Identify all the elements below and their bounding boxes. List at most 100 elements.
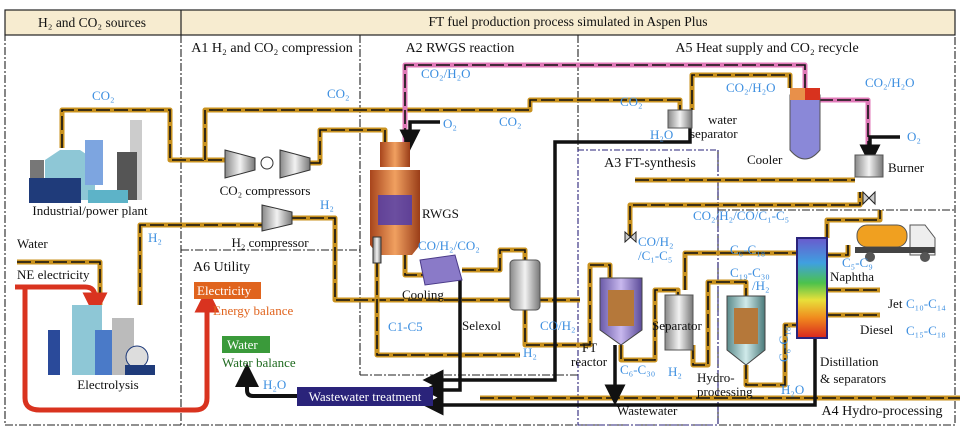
stream-h2-a1: H₂	[320, 197, 334, 212]
pipe-network	[17, 62, 960, 416]
stream-labels: CO₂ CO₂ CO₂/H₂O O₂ CO₂ CO₂ H₂O CO₂/H₂O C…	[92, 66, 946, 397]
pipe-ft-to-separator-flow	[620, 289, 679, 361]
pipe-co2-source-flow	[61, 109, 225, 161]
burner-icon	[854, 154, 884, 178]
stream-c5c9: C₅-C₉	[842, 255, 873, 270]
h2-compressor-icon	[261, 204, 293, 232]
tanker-truck-icon	[855, 224, 936, 262]
stream-co2h2o-a2: CO₂/H₂O	[421, 66, 471, 81]
pipe-cooling-condensate	[422, 280, 462, 401]
area-a2-title: A2 RWGS reaction	[406, 41, 515, 56]
plant-label: Industrial/power plant	[32, 203, 148, 218]
pipe-tailgas-recycle-flow	[629, 192, 861, 238]
stream-co2-source: CO₂	[92, 88, 115, 103]
pipe-co2h2o-top-flow	[404, 64, 806, 142]
valve-icon[interactable]	[862, 190, 876, 206]
pipe-water-input-flow	[17, 261, 101, 305]
pipe-burner-flue-flow	[820, 99, 869, 155]
area-a5-title: A5 Heat supply and CO₂ recycle	[675, 41, 858, 56]
electricity-line	[15, 284, 220, 413]
stream-c19c30-1: C₁₉-C₃₀	[730, 265, 770, 280]
stream-c19c30-2: /H₂	[752, 278, 770, 293]
h2o-return-line	[235, 363, 297, 398]
pipe-c19c30-flow	[692, 281, 747, 366]
ft-label-1: FT	[582, 340, 597, 355]
header-right: FT fuel production process simulated in …	[428, 14, 707, 29]
area-a1-title: A1 H₂ and CO₂ compression	[191, 41, 352, 56]
stream-c10c14: C₁₀-C₁₄	[906, 296, 946, 311]
pipe-o2-rwgs	[399, 120, 440, 151]
header-left: H₂ and CO₂ sources	[38, 15, 146, 30]
stream-h2o-a4: H₂O	[781, 382, 804, 397]
stream-c1c5: C1-C5	[388, 319, 423, 334]
stream-coh2-recycle-1: CO/H₂	[638, 234, 674, 249]
pipe-h2o-separator	[422, 128, 692, 391]
rwgs-reactor-icon	[370, 142, 420, 255]
stream-o2-burner: O₂	[907, 129, 921, 144]
selexol-icon	[509, 259, 541, 311]
electricity-box-label: Electricity	[197, 283, 252, 298]
stream-c6c18-vertical: C₆-C₁₈	[776, 327, 791, 362]
pipe-coh2-to-ft-flow	[524, 264, 611, 346]
pipe-h2-distribution-flow	[292, 217, 580, 301]
wastewater-treatment-box	[297, 387, 433, 406]
energy-balance-label: Energy balance	[213, 303, 293, 318]
electrolysis-label: Electrolysis	[77, 377, 138, 392]
recycle-valve-icon[interactable]	[624, 230, 637, 244]
hydro-label-2: processing	[697, 384, 753, 399]
stream-co2-a5: CO₂	[620, 94, 643, 109]
pipe-c1c5-flow	[376, 263, 520, 356]
area-a3-title: A3 FT-synthesis	[604, 156, 696, 171]
pipe-burner-flue	[820, 97, 871, 155]
pipe-o2-burner	[859, 135, 900, 166]
stream-o2-rwgs: O₂	[443, 116, 457, 131]
stream-c6c18-top: C₆-C₁₈	[730, 242, 765, 257]
pipe-h2-source-flow	[139, 224, 262, 305]
cooler-label: Cooler	[747, 152, 783, 167]
wastewater-label: Wastewater	[617, 403, 678, 418]
naphtha-label: Naphtha	[830, 269, 874, 284]
pipe-rwgs-to-cooling-flow	[404, 255, 425, 276]
stream-h2o-separator: H₂O	[650, 127, 673, 142]
stream-c6c30: C₆-C₃₀	[620, 362, 655, 377]
jet-label: Jet	[888, 296, 903, 311]
water-separator-icon	[667, 109, 693, 129]
area-a6-title: A6 Utility	[193, 260, 250, 275]
pipe-c6c18-return-flow	[745, 324, 797, 386]
stream-co2-recycle: CO₂	[327, 86, 350, 101]
pipe-c6c18-top-flow	[684, 252, 797, 290]
water-balance-label: Water balance	[222, 355, 296, 370]
pipe-tailgas-up-flow	[826, 210, 881, 238]
rwgs-label: RWGS	[422, 206, 459, 221]
stream-coh2: CO/H₂	[540, 318, 576, 333]
industrial-plant-icon	[29, 120, 142, 203]
stream-coh2-recycle-2: /C₁-C₅	[638, 248, 672, 263]
ft-label-2: reactor	[571, 354, 608, 369]
cooling-label: Cooling	[402, 287, 444, 302]
stream-c15c18: C₁₅-C₁₈	[906, 323, 946, 338]
cooler-icon	[789, 88, 821, 160]
separator-label: Separator	[652, 318, 702, 333]
co2-compressors-label: CO₂ compressors	[220, 183, 311, 198]
pipe-co2-recycle-flow	[204, 99, 681, 160]
header-band	[4, 9, 956, 36]
distillation-column-icon	[796, 237, 828, 339]
separator-icon	[664, 294, 694, 351]
hydro-label-1: Hydro-	[697, 370, 735, 385]
stream-h2-source: H₂	[148, 230, 162, 245]
stream-h2-a2: H₂	[523, 345, 537, 360]
a3-boundary	[577, 149, 719, 426]
water-box	[222, 336, 270, 353]
cooling-icon	[419, 254, 463, 286]
electrolysis-icon	[48, 305, 155, 375]
electricity-box	[194, 282, 261, 299]
stream-syngas-mix: CO/H₂/CO₂	[418, 238, 480, 253]
water-separator-label-2: separator	[690, 126, 738, 141]
pipe-co2-to-rwgs-flow	[310, 129, 386, 164]
stream-co2h2o-burner: CO₂/H₂O	[865, 75, 915, 90]
water-separator-label-1: water	[708, 112, 738, 127]
stream-tailgas: CO₂/H₂/CO/C₁-C₅	[693, 208, 789, 223]
co2-compressors-icon	[224, 149, 311, 179]
selexol-label: Selexol	[462, 318, 501, 333]
rwgs-outlet-icon	[372, 236, 382, 264]
